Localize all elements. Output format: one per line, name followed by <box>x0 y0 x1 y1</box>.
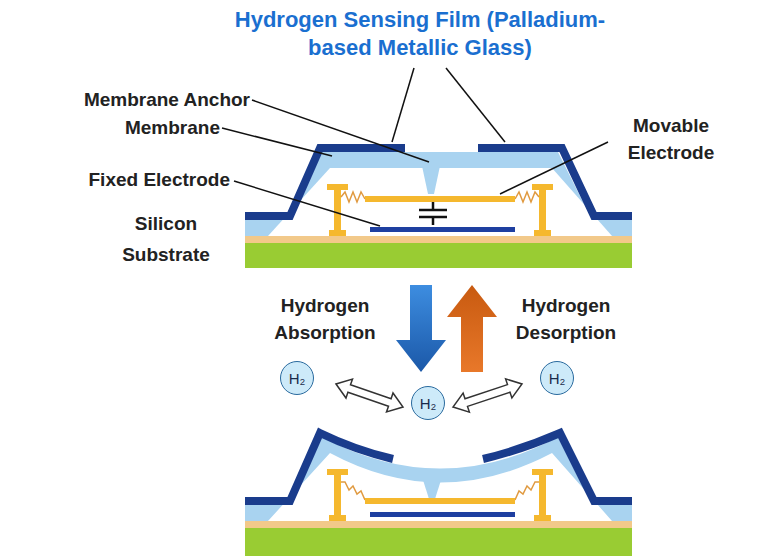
exchange-arrow <box>336 379 403 412</box>
exchange-arrow <box>453 379 522 412</box>
process-label: Hydrogen Desorption <box>496 292 636 346</box>
title-callout: Hydrogen Sensing Film (Palladium-based M… <box>218 6 622 62</box>
base-layer <box>245 521 632 528</box>
part-label: Fixed Electrode <box>20 166 230 193</box>
sensor-after <box>245 433 632 556</box>
cavity <box>268 453 612 521</box>
gas-exchange-arrows <box>336 379 522 412</box>
membrane-anchor <box>423 480 441 499</box>
molecule-formula: H₂ <box>549 370 566 387</box>
electrode-posts <box>327 469 553 521</box>
fixed-electrode <box>370 227 515 232</box>
molecule-circle: H₂ <box>411 386 445 420</box>
sensing-film <box>483 433 632 501</box>
fixed-electrode <box>370 512 515 517</box>
electrode-posts <box>327 184 553 236</box>
spring <box>515 482 539 500</box>
capacitor-symbol <box>419 202 447 225</box>
sensing-film <box>245 433 393 501</box>
molecule-circle: H₂ <box>280 361 314 395</box>
part-label: Membrane Anchor <box>30 86 250 113</box>
molecule-formula: H₂ <box>420 395 437 412</box>
silicon-substrate <box>245 243 632 268</box>
cavity <box>268 168 612 236</box>
membrane-anchor <box>422 166 440 194</box>
base-layer <box>245 236 632 243</box>
molecule-circle: H₂ <box>540 361 574 395</box>
movable-electrode <box>365 196 515 202</box>
desorption-arrow <box>447 285 497 372</box>
part-label: Movable Electrode <box>606 112 736 166</box>
spring <box>341 192 365 202</box>
sensor-before <box>245 148 632 268</box>
process-label: Hydrogen Absorption <box>262 292 388 346</box>
sensing-film <box>245 148 405 216</box>
silicon-substrate <box>245 528 632 556</box>
spring <box>515 192 539 202</box>
part-label: Membrane <box>90 114 220 141</box>
spring <box>341 482 365 500</box>
absorption-arrow <box>396 285 446 372</box>
movable-electrode <box>365 498 515 504</box>
molecule-formula: H₂ <box>289 370 306 387</box>
leader-lines <box>222 68 608 226</box>
sensing-film <box>478 148 632 216</box>
part-label: Silicon Substrate <box>118 208 214 270</box>
